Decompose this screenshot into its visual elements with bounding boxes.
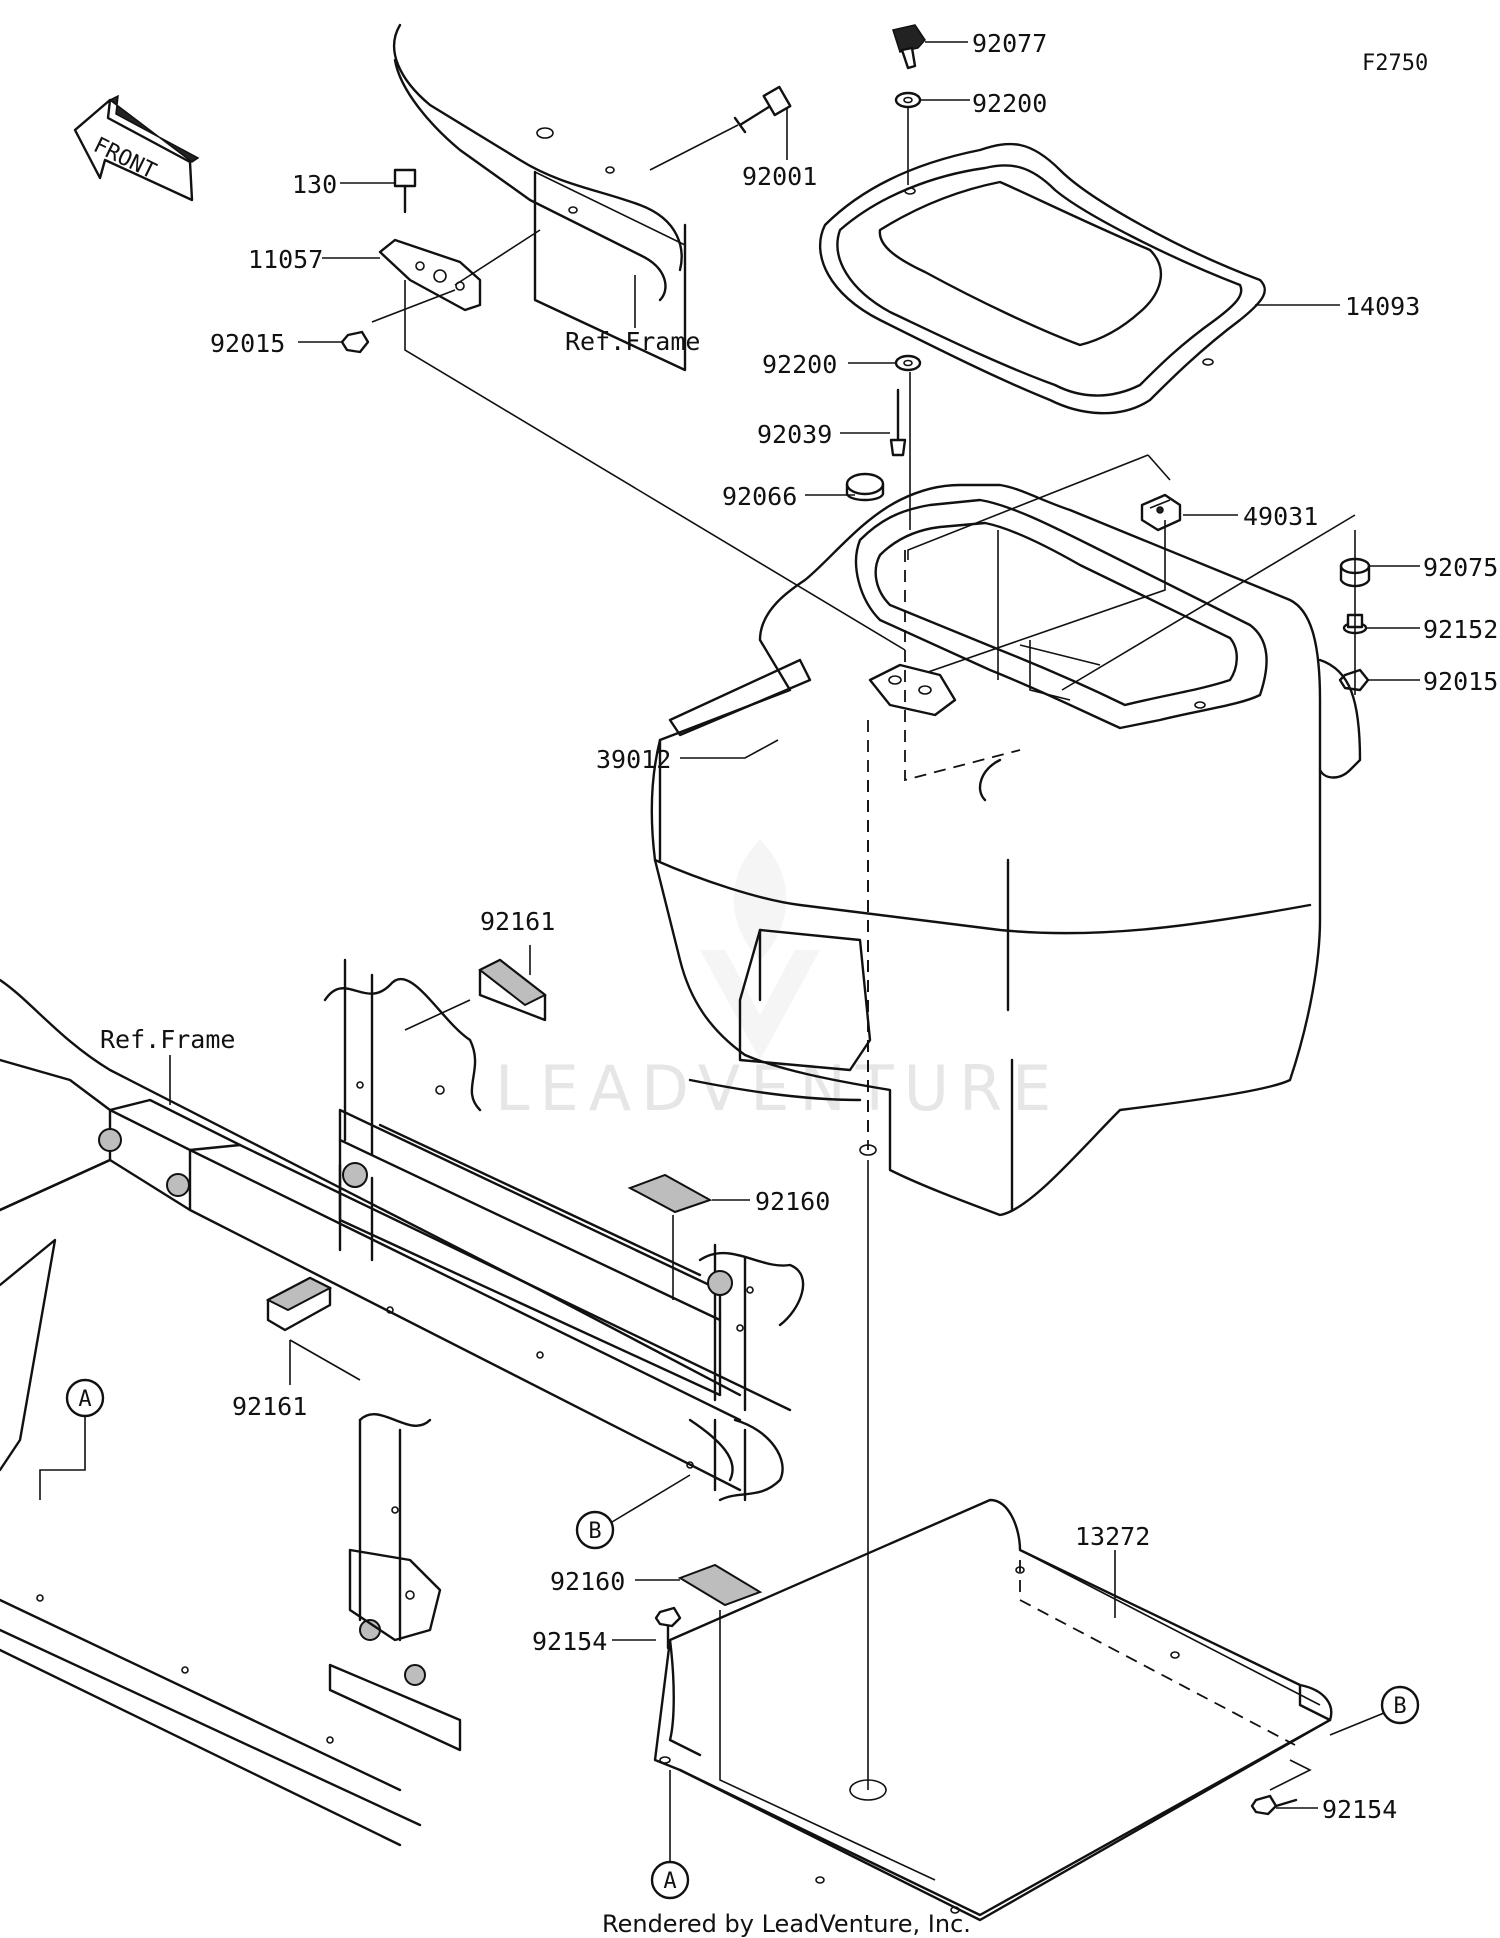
marker-a-frame: A [65, 1378, 105, 1418]
callout-11057: 11057 [248, 245, 323, 274]
callout-92161-upper: 92161 [480, 907, 555, 936]
marker-b-frame: B [575, 1510, 615, 1550]
callout-92075: 92075 [1423, 553, 1498, 582]
svg-text:B: B [588, 1519, 601, 1544]
callout-92077: 92077 [972, 29, 1047, 58]
nut-92015-left [340, 330, 370, 354]
lower-frame [0, 958, 805, 1847]
bolt-130 [393, 168, 417, 214]
lid-14093 [819, 142, 1266, 415]
storage-box-39012 [650, 483, 1362, 1217]
bolt-92154-right [1250, 1794, 1298, 1816]
pad-92161-lower [265, 1276, 333, 1332]
marker-b-plate: B [1380, 1685, 1420, 1725]
bracket-11057 [378, 238, 482, 312]
callout-92001: 92001 [742, 162, 817, 191]
floor-plate-13272 [653, 1498, 1333, 1922]
ref-frame-label-top: Ref.Frame [565, 327, 700, 356]
callout-92039: 92039 [757, 420, 832, 449]
callout-92066: 92066 [722, 482, 797, 511]
callout-92154-right: 92154 [1322, 1795, 1397, 1824]
callout-49031: 49031 [1243, 502, 1318, 531]
footer-credit: Rendered by LeadVenture, Inc. [602, 1910, 971, 1938]
callout-92200-top: 92200 [972, 89, 1047, 118]
figure-id: F2750 [1362, 51, 1428, 76]
callout-92015-right: 92015 [1423, 667, 1498, 696]
washer-92200-top [894, 91, 922, 109]
callout-92160-upper: 92160 [755, 1187, 830, 1216]
callout-39012: 39012 [596, 745, 671, 774]
washer-92200-mid [894, 354, 922, 372]
callout-92015-left: 92015 [210, 329, 285, 358]
marker-a-plate: A [650, 1860, 690, 1900]
callout-92200-mid: 92200 [762, 350, 837, 379]
rivet-92039 [889, 388, 907, 457]
callout-92154-left: 92154 [532, 1627, 607, 1656]
pad-92160-upper [627, 1173, 713, 1214]
callout-92152: 92152 [1423, 615, 1498, 644]
front-arrow-icon: FRONT [73, 94, 200, 202]
key-92077 [892, 24, 926, 70]
callout-14093: 14093 [1345, 292, 1420, 321]
svg-text:A: A [663, 1869, 676, 1894]
bolt-92001 [733, 85, 792, 134]
upper-frame-tube [392, 23, 687, 372]
callout-130: 130 [292, 170, 337, 199]
pad-92160-lower [677, 1563, 763, 1607]
pad-92161-upper [478, 958, 547, 1022]
clip-49031 [1140, 493, 1182, 532]
callout-13272: 13272 [1075, 1522, 1150, 1551]
watermark-logo-icon [700, 840, 820, 1060]
svg-text:A: A [78, 1387, 91, 1412]
svg-text:B: B [1393, 1694, 1406, 1719]
callout-92160-lower: 92160 [550, 1567, 625, 1596]
nut-92015-right [1338, 668, 1370, 692]
bolt-92154-left [654, 1606, 682, 1650]
cap-92066 [845, 472, 885, 502]
ref-frame-label-bottom: Ref.Frame [100, 1025, 235, 1054]
callout-92161-lower: 92161 [232, 1392, 307, 1421]
